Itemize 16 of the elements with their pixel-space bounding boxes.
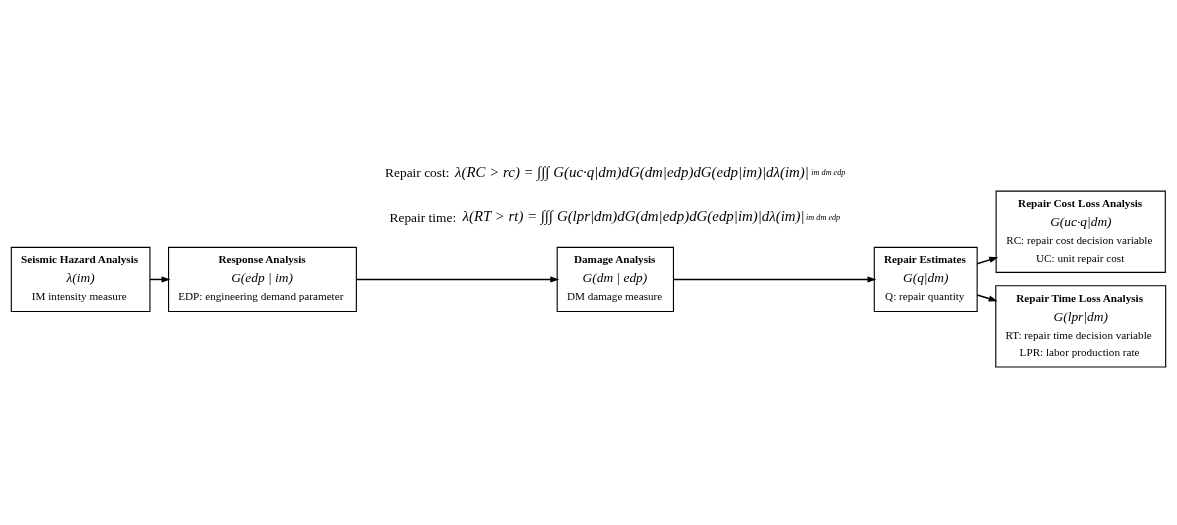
arrow [355,276,560,283]
arrow [976,256,999,265]
arrow [976,294,998,302]
label: im dm edp [806,212,841,222]
label: λ(RC > rc) = ∫∫∫ G(uc·q|dm)dG(dm|edp)dG(edp|im)|dλ(im)| [455,163,809,180]
label: Repair cost: [385,164,450,180]
node-box: Repair Time Loss Analysis G(lpr|dm) RT: repair time decision variable LPR: labor production rate [995,285,1167,368]
label: Repair time: [389,209,457,225]
node-box: Repair Estimates G(q|dm) Q: repair quantity [873,246,978,313]
node-box: Repair Cost Loss Analysis G(uc·q|dm) RC: repair cost decision variable UC: unit repair cost [995,190,1166,273]
node-box: Response Analysis G(edp | im) EDP: engineering demand parameter [168,246,357,313]
label: im dm edp [811,167,846,177]
label: λ(RT > rt) = ∫∫∫ G(lpr|dm)dG(dm|edp)dG(edp|im)|dλ(im)| [462,208,805,225]
node-box: Damage Analysis G(dm | edp) DM damage measure [556,246,674,313]
arrow [673,276,877,283]
node-box: Seismic Hazard Analysis λ(im) IM intensity measure [10,246,151,313]
